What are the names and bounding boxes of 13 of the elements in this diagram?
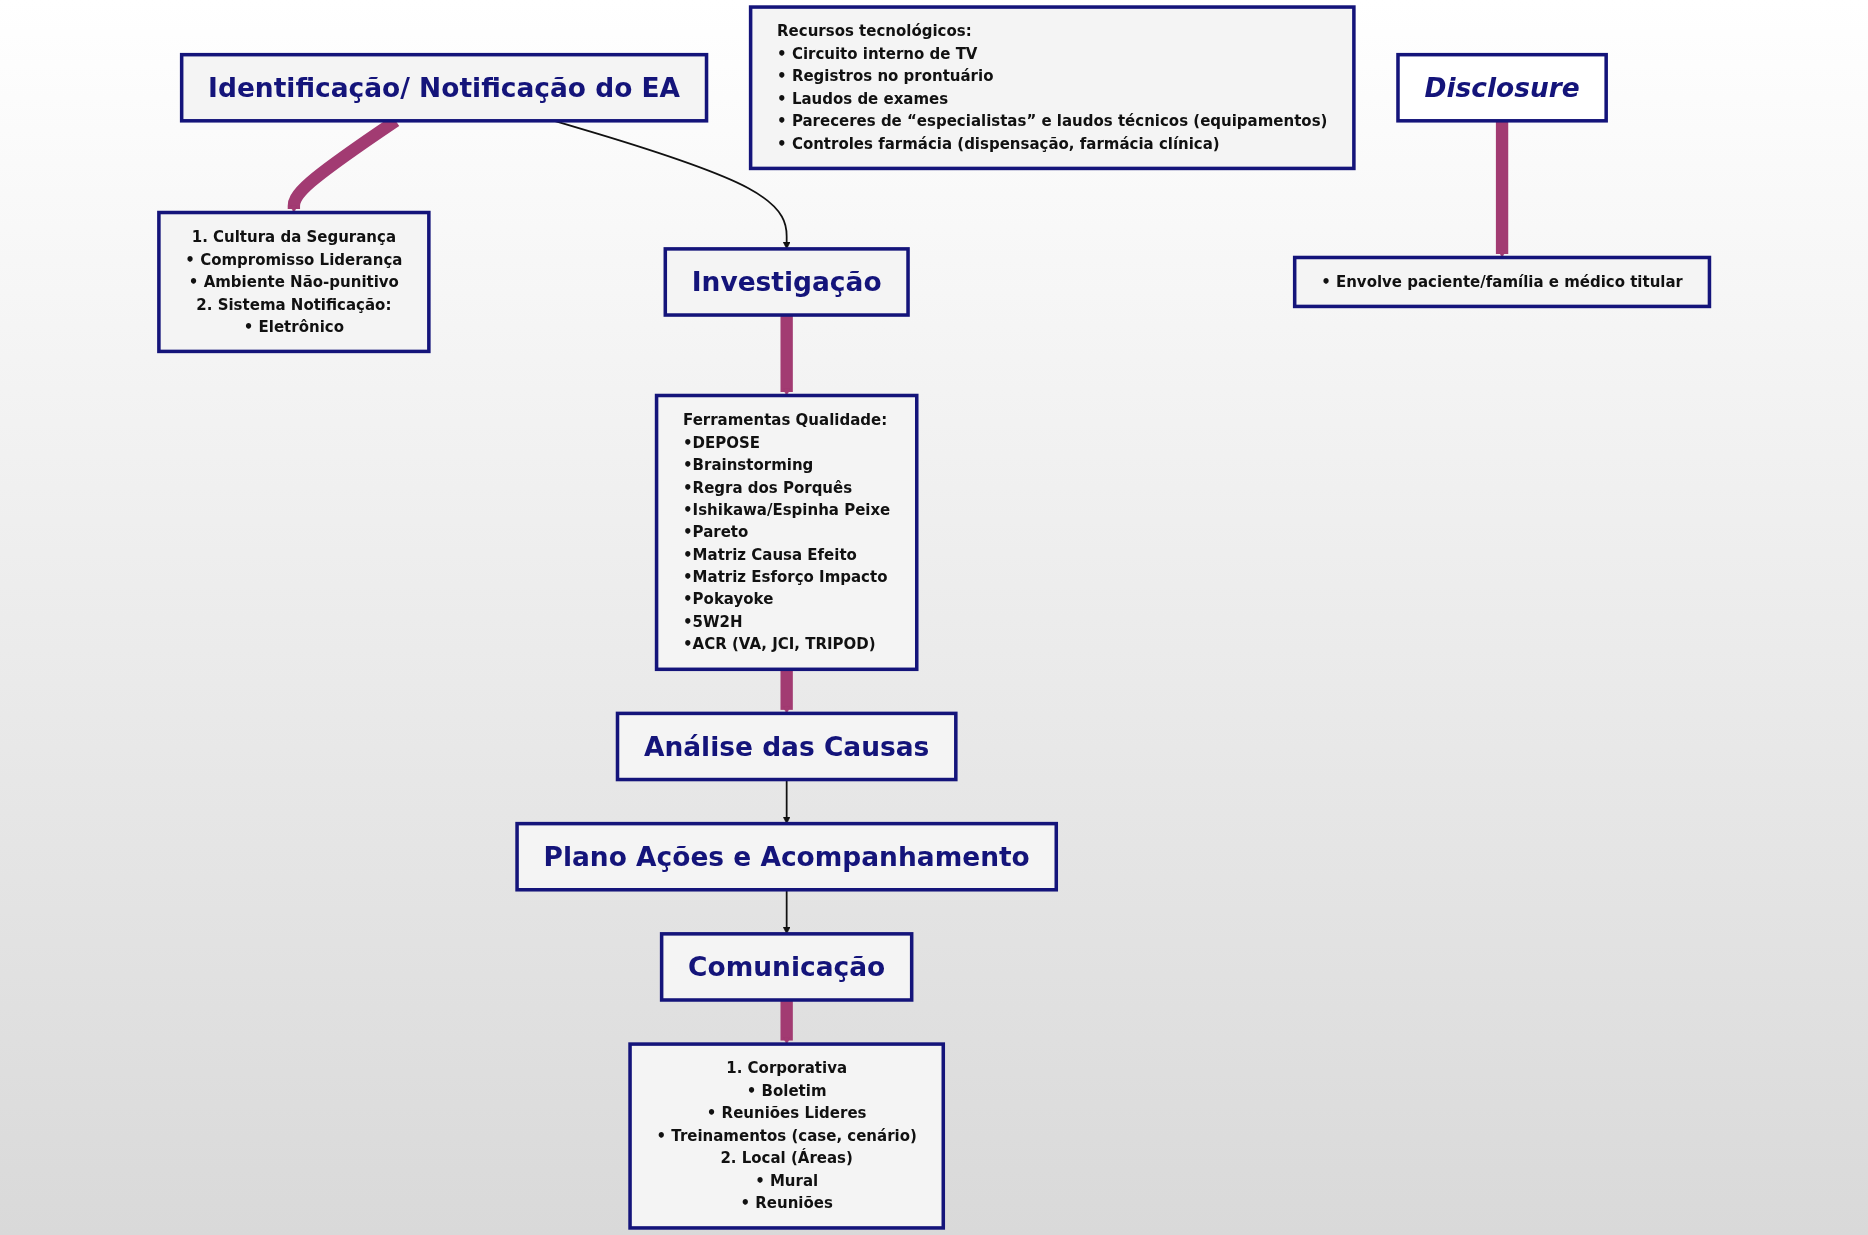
node-box: • Envolve paciente/família e médico titular [1292,255,1712,309]
node-box: 1. Corporativa • Boletim • Reuniões Lideres • Treinamentos (case, cenário) 2. Local (Áreas) • Mural • Reuniões [628,1042,945,1230]
node-box: Identificação/ Notificação do EA [179,52,709,123]
arrow [780,315,793,396]
node-box: Plano Ações e Acompanhamento [515,821,1058,892]
node-box: Ferramentas Qualidade: •DEPOSE •Brainstorming •Regra dos Porquês •Ishikawa/Espinha Peixe •Pareto •Matriz Causa Efeito •Matriz Esforço Impacto •Pokayoke •5W2H •ACR (VA, JCI, TRIPOD) [654,393,919,672]
node-box: Comunicação [659,932,914,1002]
node-box: 1. Cultura da Segurança • Compromisso Liderança • Ambiente Não-punitivo 2. Sistema Notificação: • Eletrônico [156,210,431,354]
node-box: Recursos tecnológicos: • Circuito interno de TV • Registros no prontuário • Laudos de exames • Pareceres de “especialistas” e laudos técnicos (equipamentos) • Controles farmácia (dispensação, farmácia clínica) [748,5,1356,171]
arrow [1495,120,1509,258]
node-box: Análise das Causas [615,711,958,782]
node-box: Investigação [663,247,910,317]
node-box: Disclosure [1396,52,1608,123]
